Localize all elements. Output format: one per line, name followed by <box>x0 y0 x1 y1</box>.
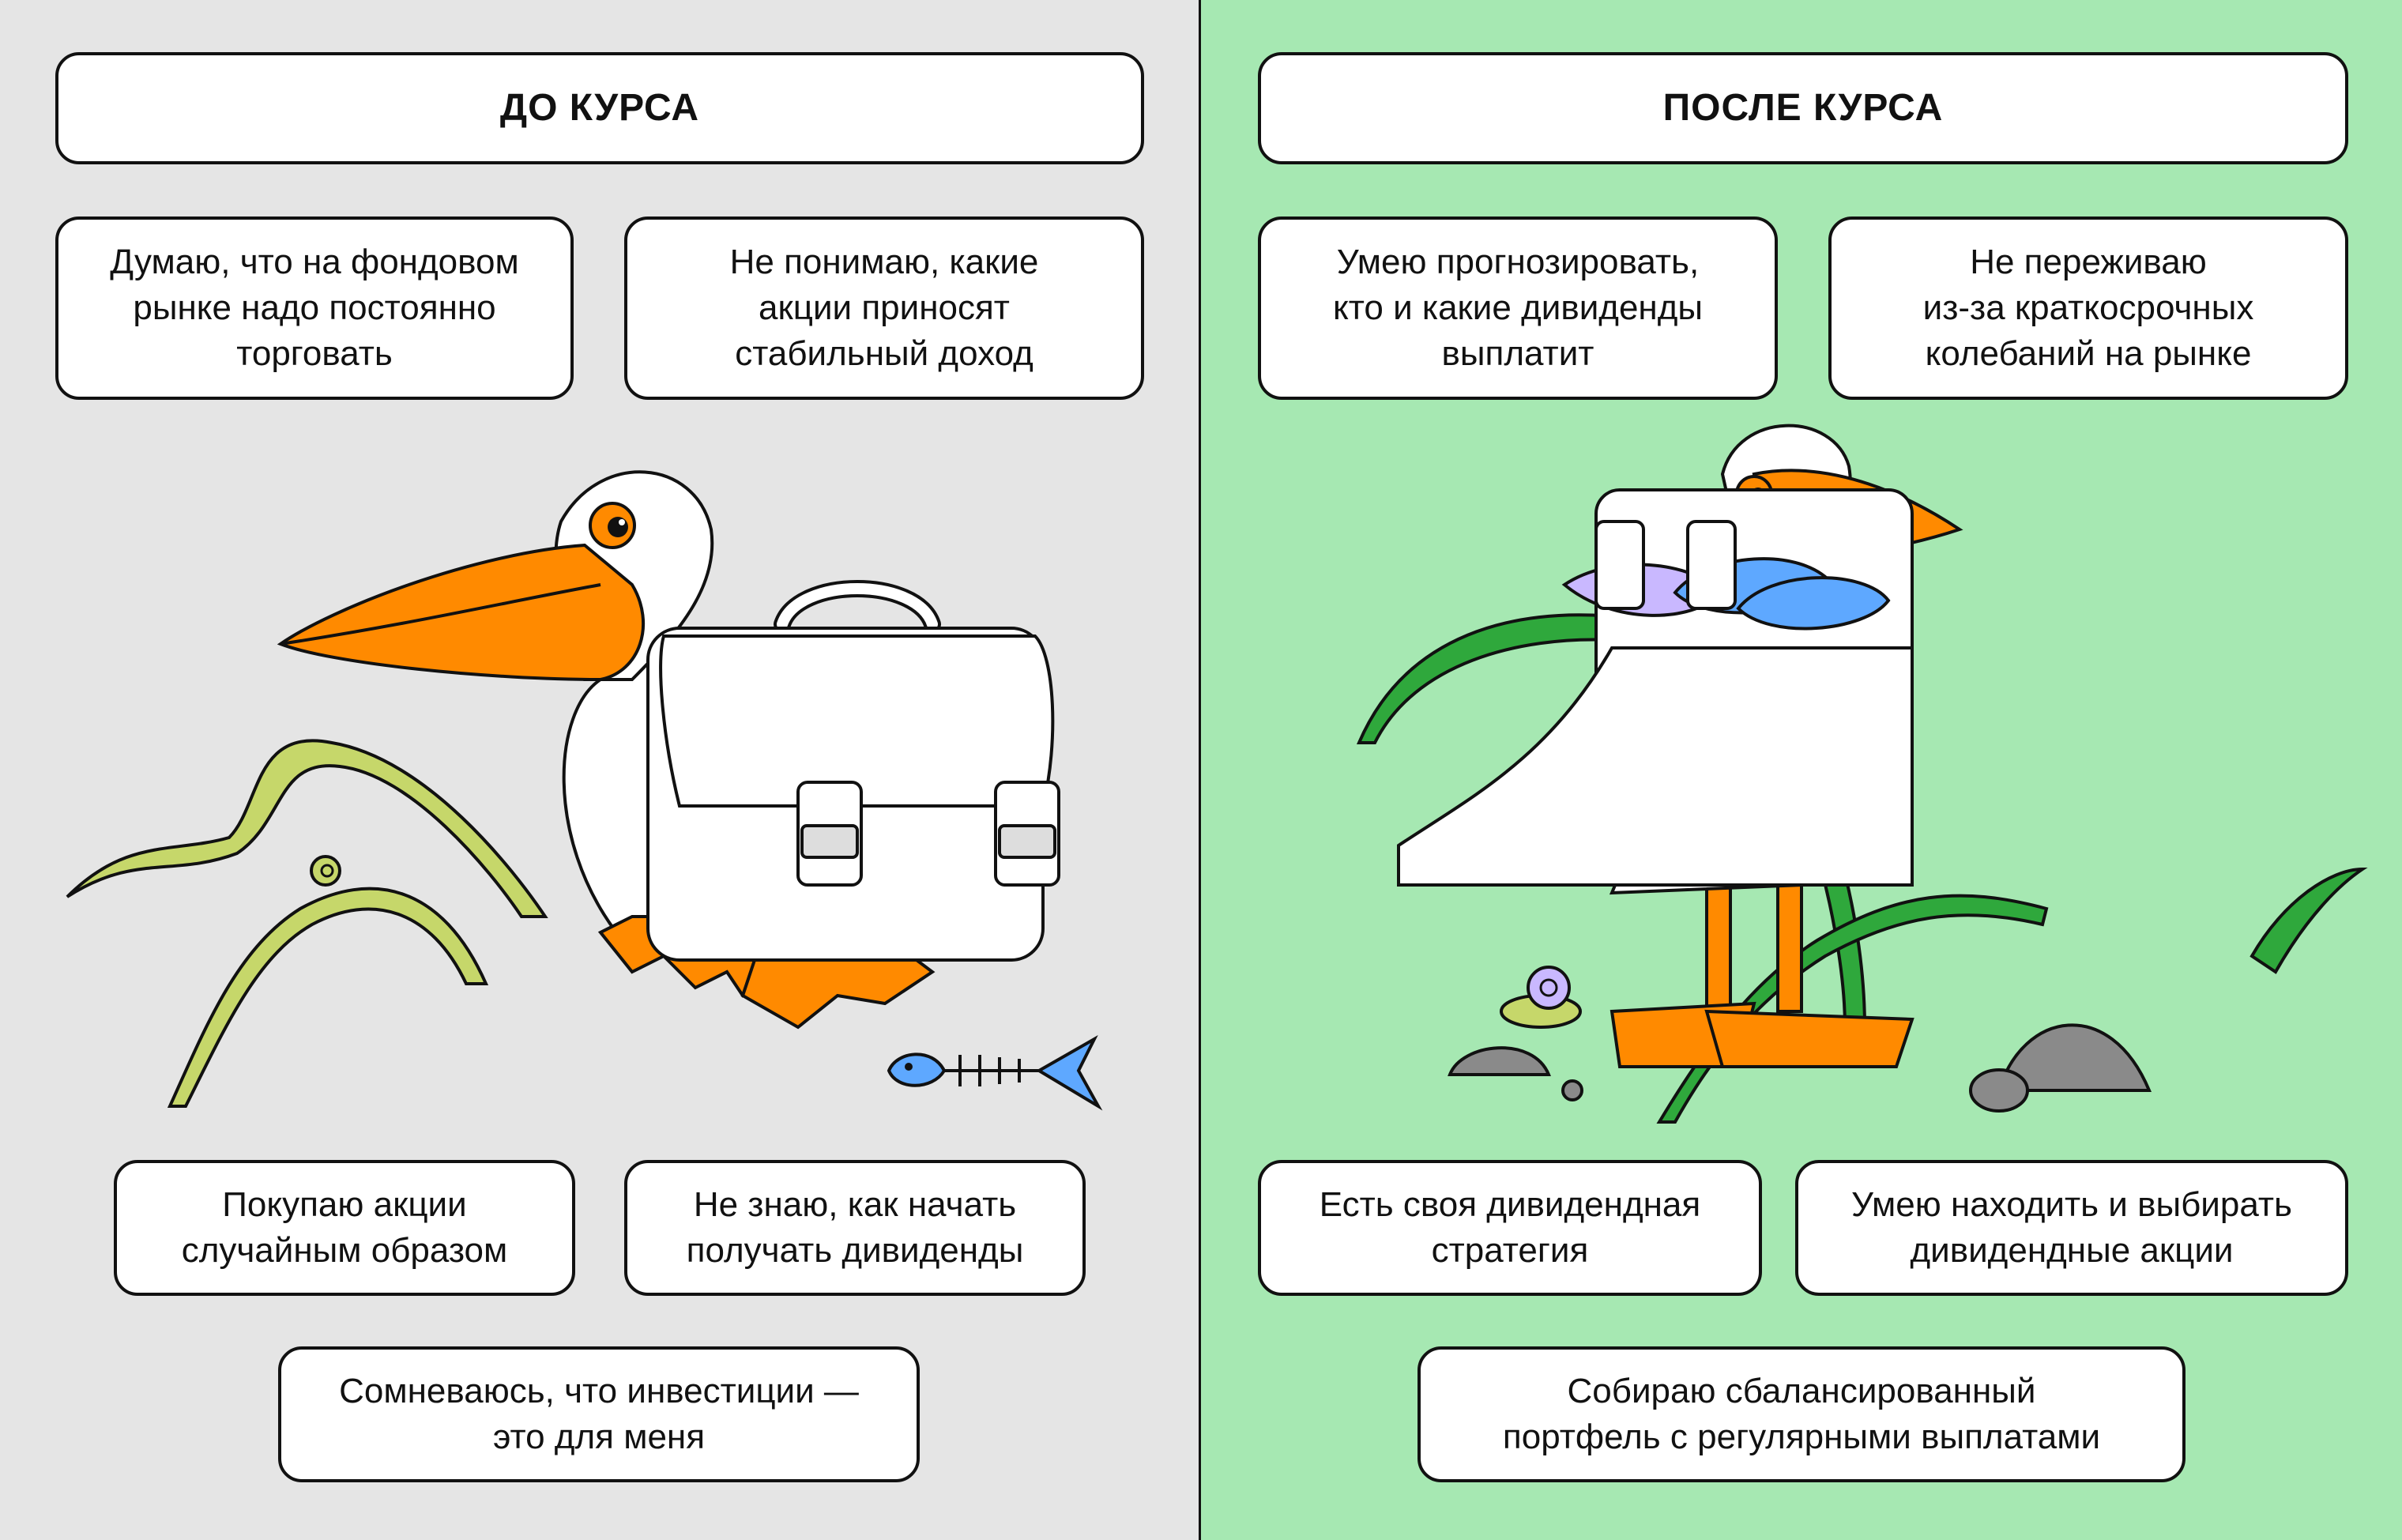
snail-shell-icon <box>310 855 341 887</box>
seaweed-icon <box>167 887 489 1108</box>
after-course-panel: ПОСЛЕ КУРСА Умею прогнозировать, кто и к… <box>1201 0 2402 1540</box>
pelican-leg-icon <box>1776 883 1803 1013</box>
before-card-doubts: Сомневаюсь, что инвестиции — это для мен… <box>278 1346 920 1482</box>
after-card-no-worry: Не переживаю из-за краткосрочных колебан… <box>1828 217 2348 400</box>
seaweed-icon <box>1656 894 2049 1124</box>
before-card-dividends-start: Не знаю, как начать получать дивиденды <box>624 1160 1086 1296</box>
before-course-title: ДО КУРСА <box>55 52 1144 164</box>
fish-skeleton-icon <box>887 1052 947 1087</box>
buckle-icon <box>1686 520 1737 610</box>
stone-icon <box>1448 1046 1551 1076</box>
after-card-choose-stocks: Умею находить и выбирать дивидендные акц… <box>1795 1160 2348 1296</box>
after-card-strategy: Есть своя дивидендная стратегия <box>1258 1160 1762 1296</box>
stone-icon <box>1997 1023 2152 1092</box>
before-card-stable-income: Не понимаю, какие акции приносят стабиль… <box>624 217 1144 400</box>
pelican-foot-icon <box>1704 1009 1914 1068</box>
before-card-random-buying: Покупаю акции случайным образом <box>114 1160 575 1296</box>
after-card-forecast: Умею прогнозировать, кто и какие дивиден… <box>1258 217 1778 400</box>
after-course-title: ПОСЛЕ КУРСА <box>1258 52 2348 164</box>
pelican-leg-icon <box>1705 883 1732 1013</box>
before-course-panel: ДО КУРСА Думаю, что на фондовом рынке на… <box>0 0 1201 1540</box>
pelican-wing-icon <box>1397 646 1914 887</box>
fish-icon <box>1736 576 1891 631</box>
after-card-portfolio: Собираю сбалансированный портфель с регу… <box>1417 1346 2186 1482</box>
seaweed-icon <box>2250 867 2368 974</box>
before-card-trading: Думаю, что на фондовом рынке надо постоя… <box>55 217 574 400</box>
seaweed-icon <box>66 739 548 918</box>
pelican-empty-satchel-illustration <box>66 470 1103 1111</box>
buckle-icon <box>1594 520 1645 610</box>
pelican-full-satchel-illustration <box>1356 424 2368 1124</box>
stone-icon <box>1969 1068 2029 1113</box>
stone-icon <box>1561 1079 1583 1101</box>
